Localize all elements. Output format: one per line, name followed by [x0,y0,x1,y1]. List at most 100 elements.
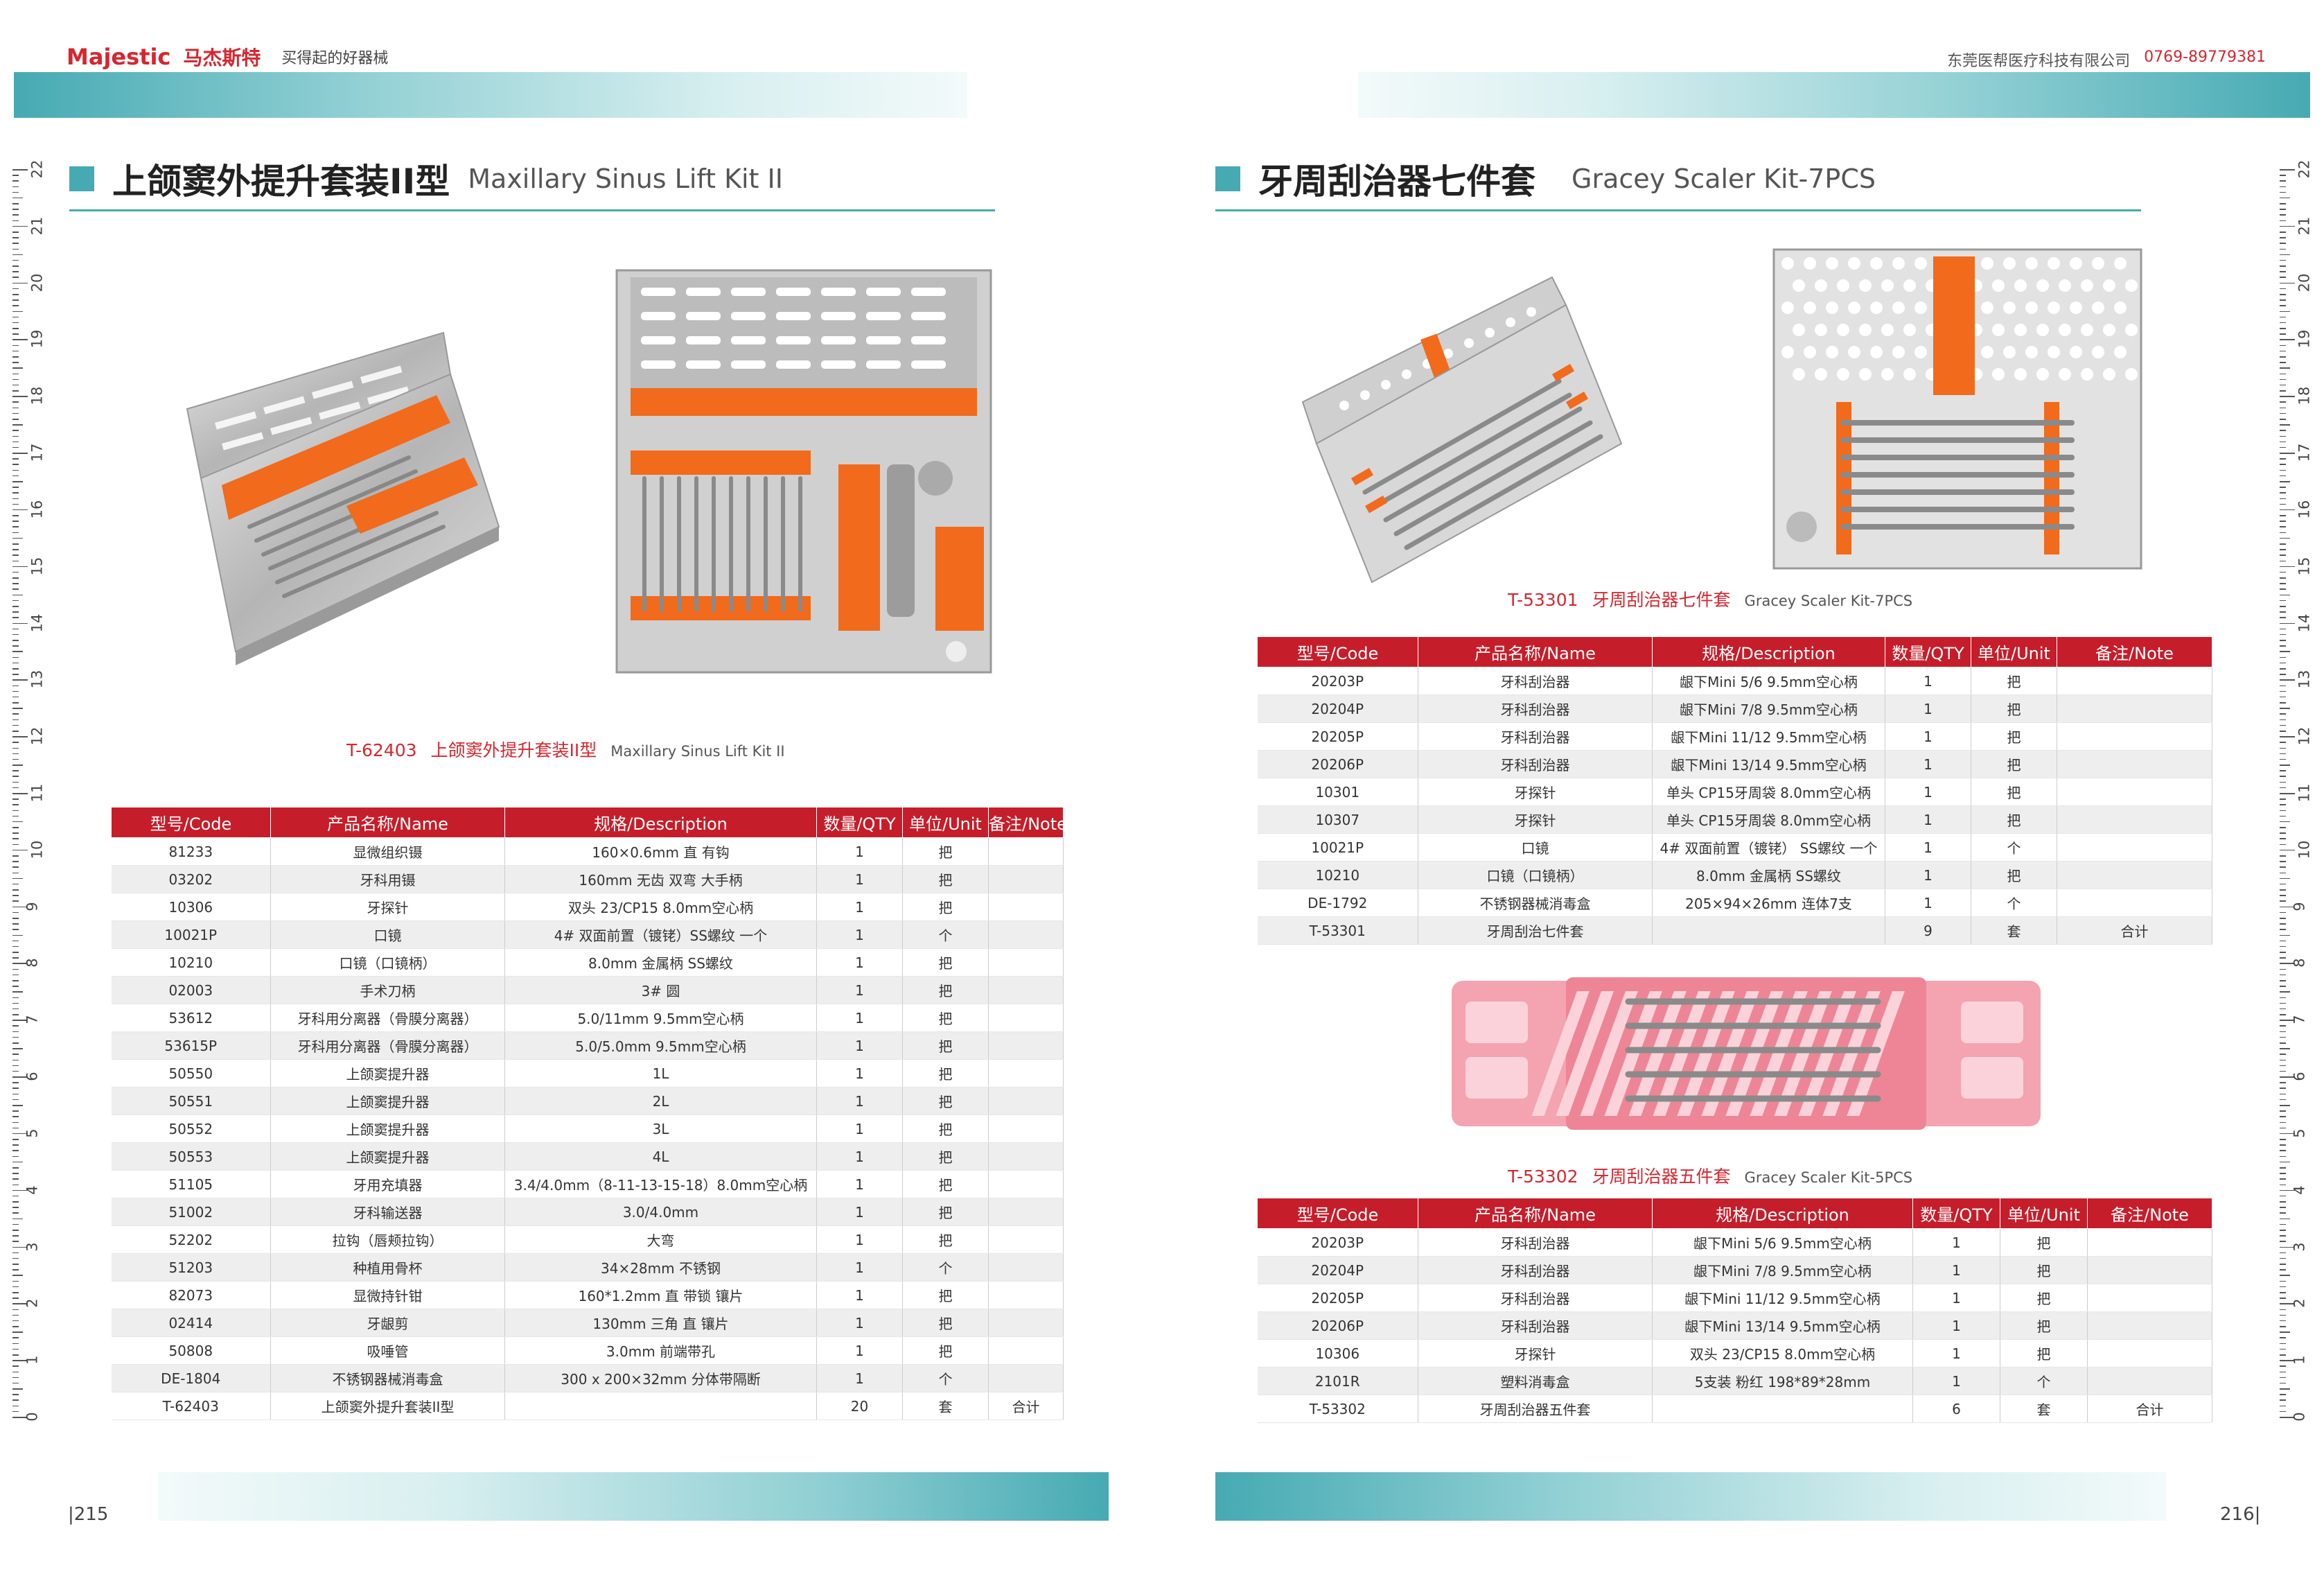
table-cell: 5.0/11mm 9.5mm空心柄 [504,1004,817,1032]
ruler-tick [12,1264,19,1265]
ruler-tick [12,1002,19,1004]
table-cell: 显微组织镊 [270,837,505,866]
column-header: 备注/Note [988,807,1064,838]
table-cell: 20204P [1257,1256,1418,1284]
ruler-tick [12,1360,28,1361]
ruler-tick [2280,333,2286,335]
table-cell: 03202 [111,865,271,893]
ruler-tick [2280,225,2295,227]
ruler-tick [2280,940,2286,942]
ruler-tick [12,690,19,692]
table-cell: 个 [902,920,989,949]
table-cell: 牙科刮治器 [1418,695,1653,723]
ruler-tick [12,997,19,999]
ruler-tick [12,974,19,976]
table-cell: 牙科刮治器 [1418,722,1653,751]
ruler-tick [12,1076,28,1078]
ruler-tick [12,787,19,789]
ruler-tick [2280,952,2286,953]
table-cell: 9 [1885,916,1971,945]
ruler-tick [2280,328,2286,329]
ruler-tick [2280,685,2286,687]
ruler-tick [2280,1388,2290,1390]
table-cell: 52202 [111,1225,271,1254]
ruler-tick [2280,713,2286,715]
ruler-tick [2280,1059,2286,1061]
ruler-tick [12,1326,19,1327]
table-cell: 1 [1885,889,1971,917]
ruler-tick [2280,294,2286,295]
ruler-tick [2280,770,2286,771]
table-cell: 牙用充填器 [270,1170,505,1198]
ruler-tick [2280,299,2286,301]
table-cell: 上颌窦提升器 [270,1115,505,1143]
table-cell [988,1059,1064,1088]
ruler-tick [12,918,19,919]
ruler-tick [12,515,19,516]
ruler-tick [12,481,23,482]
ruler-tick [12,1167,19,1169]
ruler-tick [12,622,28,625]
ruler-tick [2280,906,2295,908]
ruler-tick [2280,1008,2286,1010]
right-caption1-cn: 牙周刮治器七件套 [1592,590,1731,610]
ruler-tick [12,1144,19,1146]
ruler-tick [12,980,19,981]
ruler-tick [2280,316,2286,318]
ruler-tick [12,1309,19,1311]
ruler-tick [12,952,19,953]
ruler-tick [2280,1354,2286,1356]
table-cell: 51105 [111,1170,271,1198]
table-cell: 10210 [111,948,271,977]
ruler-tick [2280,1371,2286,1373]
ruler-tick [2280,815,2286,817]
table-cell: 20205P [1257,722,1418,751]
table-cell: 160*1.2mm 直 带锁 镶片 [504,1281,817,1309]
ruler-tick [12,640,19,641]
ruler-tick [12,316,19,318]
ruler-tick [12,521,19,522]
table-cell: 把 [1971,667,2057,695]
ruler-tick [12,549,19,550]
ruler-tick [2280,1054,2286,1055]
ruler-tick [2280,220,2286,222]
ruler-label: 4 [2291,1185,2308,1195]
ruler-tick [2280,503,2286,505]
ruler-tick [12,940,19,942]
ruler-tick [2280,526,2286,527]
ruler-tick [2280,543,2286,545]
ruler-tick [2280,469,2286,471]
ruler-tick [2280,1360,2295,1361]
ruler-tick [2280,968,2286,970]
table-cell: 单头 CP15牙周袋 8.0mm空心柄 [1652,778,1885,806]
ruler-tick [2280,521,2286,522]
table-cell: T-62403 [111,1392,271,1420]
ruler-tick [2280,1246,2295,1248]
ruler-tick [2280,679,2295,681]
ruler-tick [2280,209,2286,210]
table-cell: 81233 [111,837,271,866]
ruler-tick [12,378,19,381]
ruler-tick [2280,481,2290,482]
ruler-tick [12,1298,19,1299]
footer-band-right [1215,1472,2166,1521]
ruler-tick [12,328,19,329]
ruler-tick [2280,1292,2286,1293]
ruler-tick [12,203,19,204]
ruler-tick [2280,980,2286,981]
ruler-tick [2280,651,2290,652]
table-cell: 1 [816,1364,903,1392]
ruler-tick [12,861,19,862]
ruler-tick [2280,1252,2286,1254]
ruler-tick [2280,957,2286,959]
ruler-tick [2280,855,2286,857]
brand-logo-cn: 马杰斯特 [183,46,261,69]
